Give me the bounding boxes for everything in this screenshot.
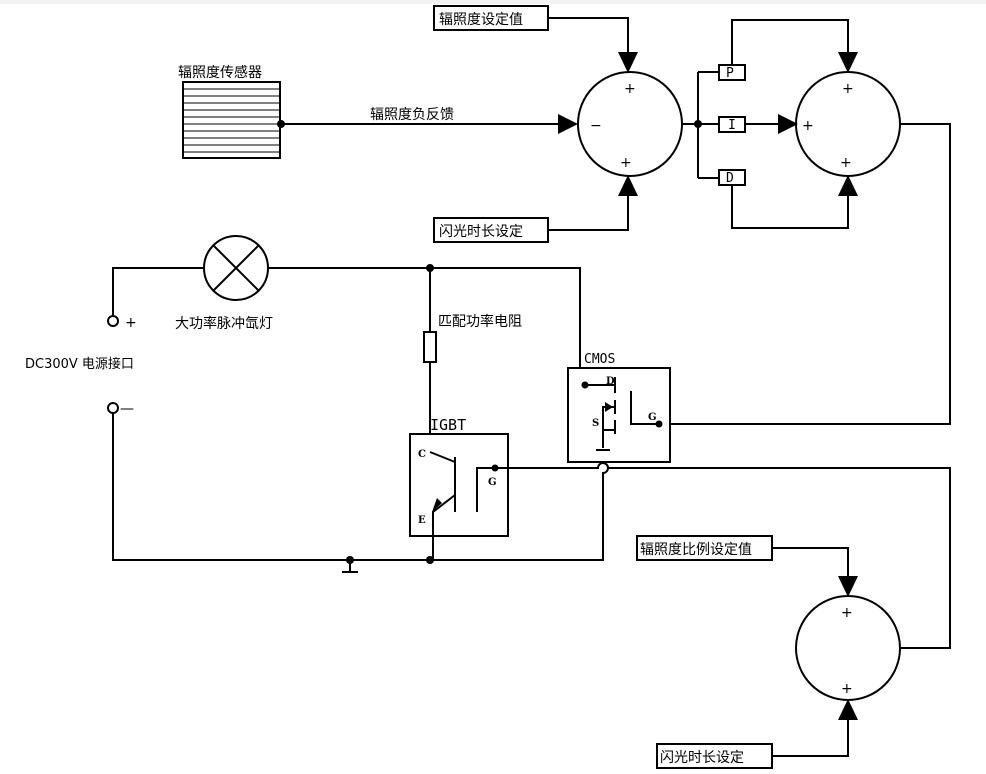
minus-sign: − — [590, 118, 602, 134]
igbt-block — [409, 433, 509, 537]
flash-duration-box-2 — [656, 743, 773, 769]
igbt-label: IGBT — [430, 416, 466, 434]
negative-terminal — [107, 402, 119, 414]
plus-sign: + — [620, 155, 632, 171]
cmos-label: CMOS — [584, 352, 615, 367]
plus-sign: + — [840, 155, 852, 171]
plus-sign: + — [624, 81, 636, 97]
plus-sign: + — [841, 681, 853, 697]
resistor-label: 匹配功率电阻 — [438, 313, 522, 330]
plus-sign: + — [841, 605, 853, 621]
plus-sign: + — [802, 118, 814, 134]
pin-d: D — [606, 376, 615, 387]
p-label: P — [726, 66, 734, 81]
pin-s: S — [592, 418, 599, 429]
ground-icon — [342, 560, 358, 573]
matching-resistor — [423, 331, 437, 363]
flash-duration-label-2: 闪光时长设定 — [660, 750, 744, 766]
irradiance-sensor — [182, 81, 281, 159]
arrow-icon — [558, 114, 578, 134]
feedback-label: 辐照度负反馈 — [370, 107, 454, 123]
flash-duration-label-1: 闪光时长设定 — [439, 224, 523, 240]
positive-terminal — [107, 315, 119, 327]
ratio-setpoint-label: 辐照度比例设定值 — [640, 542, 752, 558]
flash-duration-box-1 — [433, 217, 549, 243]
plus-sign: + — [125, 315, 137, 331]
irradiance-setpoint-label: 辐照度设定值 — [439, 12, 523, 28]
pin-g: G — [648, 412, 657, 423]
d-label: D — [726, 171, 734, 186]
pin-c: C — [418, 449, 426, 460]
lamp-label: 大功率脉冲氙灯 — [175, 315, 273, 332]
power-port-label: DC300V 电源接口 — [25, 356, 134, 372]
pin-e: E — [418, 515, 426, 526]
pin-g: G — [488, 477, 497, 488]
ratio-setpoint-box — [636, 535, 773, 561]
sensor-label: 辐照度传感器 — [178, 64, 262, 81]
plus-sign: + — [842, 81, 854, 97]
minus-sign: — — [120, 401, 134, 417]
i-label: I — [728, 118, 736, 133]
